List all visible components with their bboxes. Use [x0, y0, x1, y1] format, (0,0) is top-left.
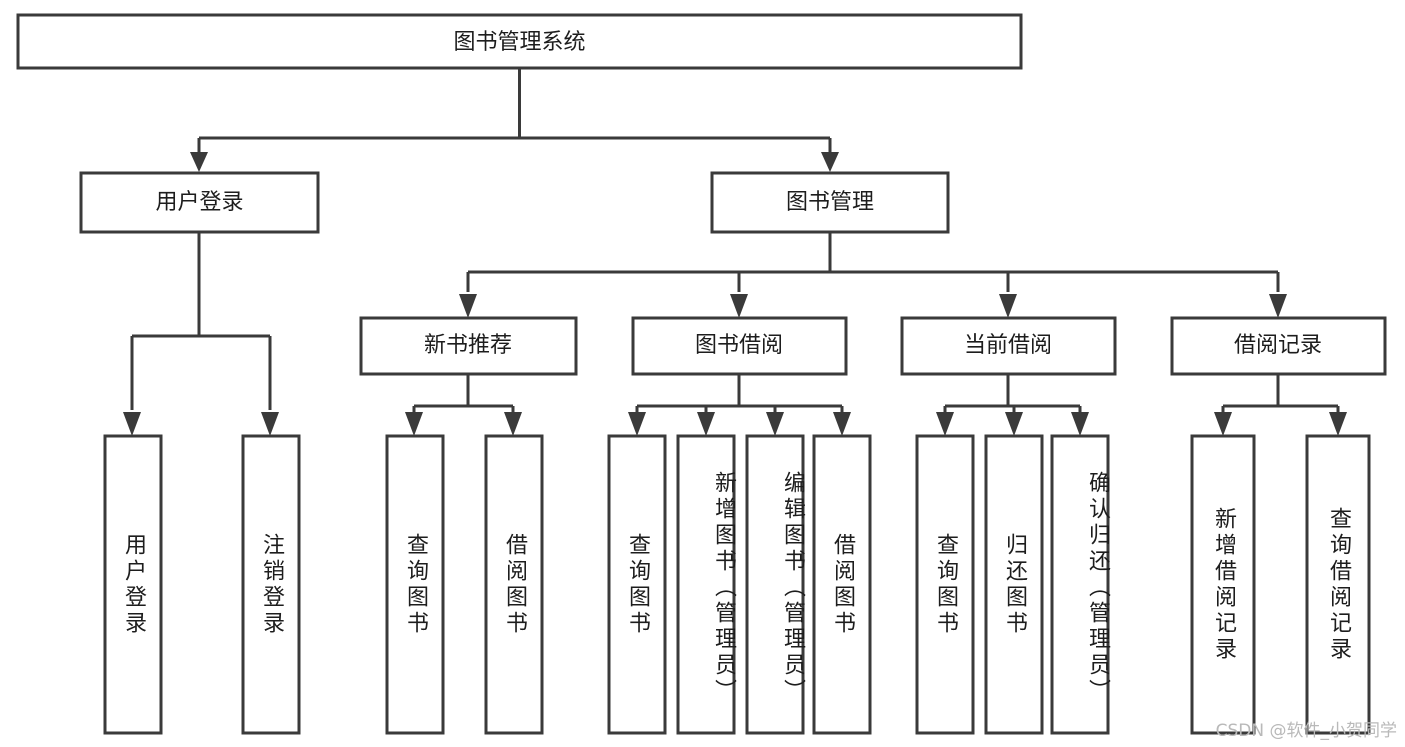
node-new-book-recommend[interactable]: 新书推荐 — [359, 316, 578, 376]
node-new-book-recommend-label: 新书推荐 — [424, 333, 512, 358]
node-book-manage-box[interactable] — [710, 171, 950, 234]
leaf-box-user-login-1[interactable] — [103, 434, 163, 735]
leaf-box-book-borrow-3[interactable] — [745, 434, 805, 735]
node-book-borrow-label: 图书借阅 — [695, 333, 783, 358]
node-root-box[interactable] — [16, 13, 1023, 70]
node-current-borrow-label: 当前借阅 — [964, 333, 1052, 358]
arrowhead-book-borrow — [730, 294, 748, 318]
leaf-box-new-book-2[interactable] — [484, 434, 544, 735]
arrowhead-br-leaf-1 — [1214, 412, 1232, 436]
arrowhead-cb-leaf-2 — [1005, 412, 1023, 436]
arrowhead-cb-leaf-1 — [936, 412, 954, 436]
arrowhead-cb-leaf-3 — [1071, 412, 1089, 436]
node-user-login-label: 用户登录 — [155, 190, 243, 215]
arrowhead-current-borrow — [999, 294, 1017, 318]
connector-group-borrow-record — [1214, 374, 1347, 436]
connector-group-book-manage — [459, 232, 1287, 318]
leaf-box-borrow-record-1[interactable] — [1190, 434, 1256, 735]
node-user-login[interactable]: 用户登录 — [79, 171, 320, 234]
leaf-box-current-borrow-2[interactable] — [984, 434, 1044, 735]
node-borrow-record-label: 借阅记录 — [1234, 333, 1322, 358]
arrowhead-new-book — [459, 294, 477, 318]
node-current-borrow[interactable]: 当前借阅 — [900, 316, 1117, 376]
arrowhead-borrow-record — [1269, 294, 1287, 318]
leaf-box-book-borrow-2[interactable] — [676, 434, 736, 735]
leaf-box-borrow-record-2[interactable] — [1305, 434, 1371, 735]
arrowhead-ul-leaf-2 — [261, 412, 279, 436]
connector-group-current-borrow — [936, 374, 1089, 436]
arrowhead-ul-leaf-1 — [123, 412, 141, 436]
leaf-box-book-borrow-4[interactable] — [812, 434, 872, 735]
arrowhead-br-leaf-2 — [1329, 412, 1347, 436]
arrowhead-user-login — [190, 152, 208, 172]
leaf-box-current-borrow-1[interactable] — [915, 434, 975, 735]
arrowhead-book-manage — [821, 152, 839, 172]
node-root-label: 图书管理系统 — [453, 30, 585, 55]
connector-group-new-book — [405, 374, 522, 436]
node-book-borrow-box[interactable] — [631, 316, 848, 376]
arrowhead-nb-leaf-2 — [504, 412, 522, 436]
connector-group-user-login — [123, 232, 279, 436]
arrowhead-bb-leaf-3 — [766, 412, 784, 436]
node-borrow-record-box[interactable] — [1170, 316, 1387, 376]
connector-group-book-borrow — [628, 374, 851, 436]
node-book-manage[interactable]: 图书管理 — [710, 171, 950, 234]
node-book-manage-label: 图书管理 — [786, 190, 874, 215]
arrowhead-bb-leaf-1 — [628, 412, 646, 436]
node-current-borrow-box[interactable] — [900, 316, 1117, 376]
connector-group-root — [190, 68, 839, 172]
watermark-label: CSDN @软件_小贺同学 — [1215, 721, 1397, 741]
node-new-book-recommend-box[interactable] — [359, 316, 578, 376]
leaf-box-user-login-2[interactable] — [241, 434, 301, 735]
leaf-box-new-book-1[interactable] — [385, 434, 445, 735]
arrowhead-nb-leaf-1 — [405, 412, 423, 436]
leaf-box-current-borrow-3[interactable] — [1050, 434, 1110, 735]
leaf-box-book-borrow-1[interactable] — [607, 434, 667, 735]
arrowhead-bb-leaf-4 — [833, 412, 851, 436]
node-user-login-box[interactable] — [79, 171, 320, 234]
node-borrow-record[interactable]: 借阅记录 — [1170, 316, 1387, 376]
node-book-borrow[interactable]: 图书借阅 — [631, 316, 848, 376]
arrowhead-bb-leaf-2 — [697, 412, 715, 436]
node-root[interactable]: 图书管理系统 — [16, 13, 1023, 70]
